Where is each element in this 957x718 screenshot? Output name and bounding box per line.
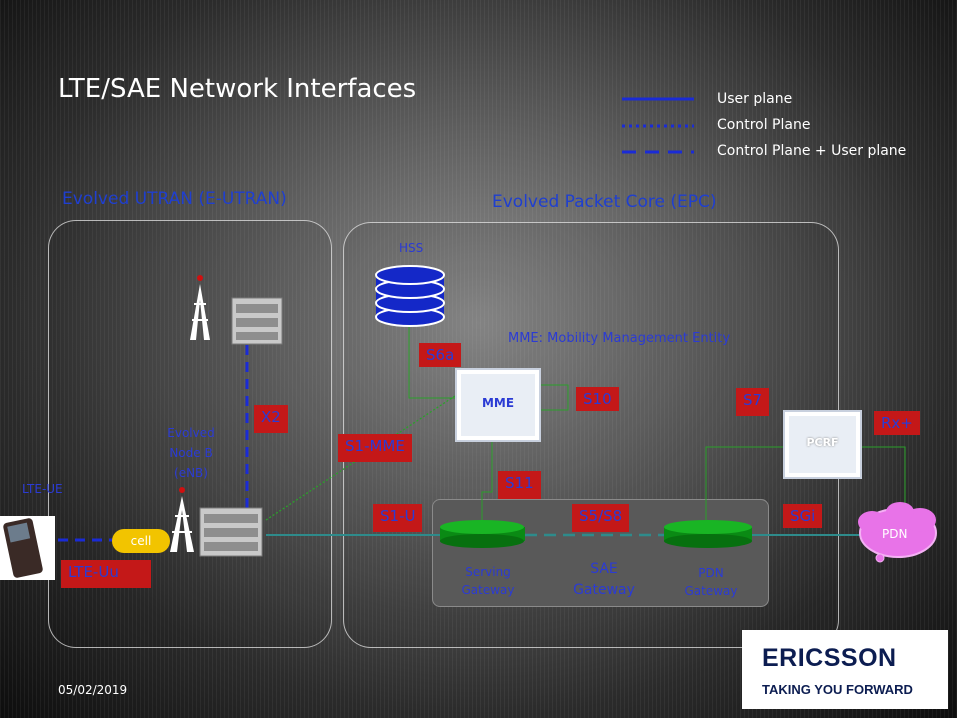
pcrf-node: PCRF — [783, 410, 862, 479]
interface-sgi: SGi — [783, 504, 823, 528]
legend-lines — [622, 97, 694, 154]
s11-link — [481, 438, 493, 520]
legend-user-plane: User plane — [717, 91, 793, 107]
footer-date: 05/02/2019 — [58, 683, 128, 697]
s10-link — [537, 384, 569, 411]
pdn-gateway-label: PDN Gateway — [684, 566, 738, 598]
ericsson-brand-name: ERICSSON — [762, 644, 897, 672]
legend-control-user-plane: Control Plane + User plane — [717, 143, 907, 159]
ericsson-logo: ERICSSON TAKING YOU FORWARD — [742, 630, 948, 709]
legend-control-plane: Control Plane — [717, 117, 811, 133]
mme-node: MME — [455, 368, 541, 442]
sae-gateway-label: SAE Gateway — [573, 561, 635, 598]
interface-s11: S11 — [498, 471, 541, 499]
serving-gateway-label: Serving Gateway — [461, 565, 515, 597]
s6a-link — [408, 320, 456, 399]
interface-lte-uu: LTE-Uu — [61, 560, 151, 588]
interface-s1-mme: S1-MME — [338, 434, 412, 462]
mme-description: MME: Mobility Management Entity — [508, 331, 731, 346]
interface-x2: X2 — [254, 405, 288, 433]
rx-link — [858, 446, 906, 506]
ericsson-tagline: TAKING YOU FORWARD — [762, 682, 913, 697]
enb-top-tower — [190, 275, 210, 340]
epc-title: Evolved Packet Core (EPC) — [492, 192, 717, 212]
pdn-cloud-icon — [858, 502, 937, 563]
enb-bottom-cabinet — [199, 507, 263, 557]
s7-link — [705, 446, 783, 520]
enb-label: Evolved Node B (eNB) — [167, 426, 215, 480]
interface-s7: S7 — [736, 388, 770, 416]
cell-badge: cell — [112, 529, 170, 553]
serving-gateway-cylinder — [440, 520, 525, 548]
enb-bottom-tower — [170, 487, 194, 552]
interface-rx: Rx+ — [874, 411, 920, 435]
page-title: LTE/SAE Network Interfaces — [58, 74, 417, 104]
pdn-label: PDN — [882, 527, 908, 541]
hss-label: HSS — [399, 241, 424, 255]
pcrf-label: PCRF — [806, 436, 839, 449]
phone-icon — [0, 516, 55, 580]
interface-s5-s8: S5/S8 — [572, 504, 630, 532]
eutran-title: Evolved UTRAN (E-UTRAN) — [62, 189, 287, 209]
pdn-gateway-cylinder — [664, 520, 752, 548]
interface-s6a: S6a — [419, 343, 462, 367]
enb-top-cabinet — [231, 297, 283, 345]
interface-s10: S10 — [576, 387, 619, 411]
hss-database-icon — [375, 265, 445, 327]
lte-ue-label: LTE-UE — [22, 482, 63, 496]
interface-s1-u: S1-U — [373, 504, 423, 532]
mme-label: MME — [481, 396, 515, 410]
